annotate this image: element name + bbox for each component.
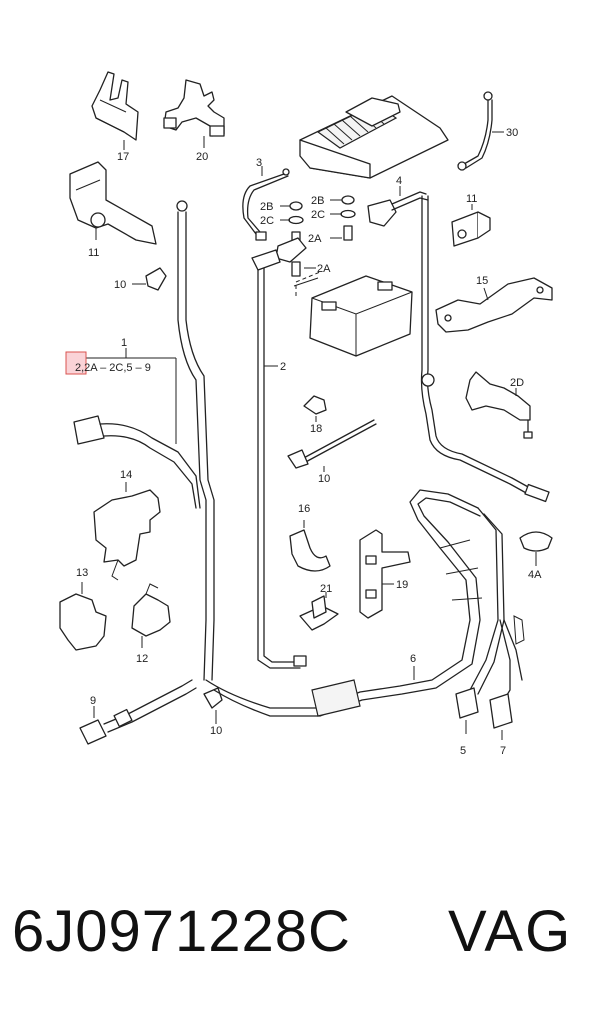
positive-cable: [420, 195, 550, 503]
selected-highlight: [65, 351, 87, 375]
callout-2C-right: 2C: [311, 209, 325, 221]
callout-4: 4: [396, 175, 402, 187]
part-12-bracket: [131, 583, 171, 648]
callout-9: 9: [90, 695, 96, 707]
callout-11b: 11: [466, 193, 477, 205]
callout-1: 1: [121, 337, 127, 349]
part-13-bracket: [59, 582, 107, 651]
callout-2A-upper: 2A: [308, 233, 322, 245]
callout-30: 30: [506, 127, 518, 139]
callout-6: 6: [410, 653, 416, 665]
nut-washer-stack-right: [330, 195, 356, 241]
control-unit-housing: [299, 95, 449, 179]
callout-21: 21: [320, 583, 332, 595]
callout-15: 15: [476, 275, 488, 287]
callout-10-middle: 10: [318, 473, 330, 485]
part-18-clip: [303, 395, 327, 422]
callout-2D: 2D: [510, 377, 524, 389]
callout-3: 3: [256, 157, 262, 169]
callout-11a: 11: [88, 247, 99, 259]
part-30-ground-strap: [457, 91, 504, 171]
part-17-bracket: [91, 71, 139, 150]
part-10-clip-left: [132, 267, 167, 291]
callout-13: 13: [76, 567, 88, 579]
part-4A-cap: [519, 531, 553, 566]
callout-14: 14: [120, 469, 132, 481]
part-19-bracket: [359, 529, 411, 619]
callout-5: 5: [460, 745, 466, 757]
part-14-bracket: [93, 482, 161, 581]
brand-label: VAG: [448, 899, 573, 964]
part-11-guard: [69, 161, 157, 245]
group-label: 2,2A – 2C,5 – 9: [75, 362, 151, 374]
part-10-cable-tie-middle: [287, 419, 377, 472]
part-21-relay: [299, 592, 339, 631]
callout-2-main: 2: [280, 361, 286, 373]
battery: [293, 271, 413, 357]
callout-10-left: 10: [114, 279, 126, 291]
cable-2: [251, 249, 307, 669]
branch-wires-5-7: [455, 507, 525, 740]
wiring-harness-diagram: 17 20 30 3: [59, 71, 553, 757]
part-2D-bracket: [465, 371, 533, 439]
main-harness-1: [73, 200, 215, 681]
part-4-terminal: [367, 186, 429, 227]
callout-2B-right: 2B: [311, 195, 324, 207]
callout-2A-lower: 2A: [317, 263, 331, 275]
callout-2C-left: 2C: [260, 215, 274, 227]
part-3-cable: [242, 166, 290, 241]
callout-10-bottom: 10: [210, 725, 222, 737]
callout-12: 12: [136, 653, 148, 665]
callout-20: 20: [196, 151, 208, 163]
callout-4A: 4A: [528, 569, 542, 581]
callout-2B-left: 2B: [260, 201, 273, 213]
callout-18: 18: [310, 423, 322, 435]
part-15-bracket: [435, 277, 553, 333]
part-10-clip-bottom: [203, 687, 223, 724]
part-6-harness: [205, 489, 483, 717]
part-20-bracket: [163, 79, 225, 148]
part-number: 6J0971228C: [12, 899, 351, 964]
callout-16: 16: [298, 503, 310, 515]
part-9-connector: [79, 679, 197, 745]
part-11-clip: [451, 204, 491, 247]
callout-19: 19: [396, 579, 408, 591]
callout-7: 7: [500, 745, 506, 757]
part-16-holder: [289, 520, 331, 572]
callout-17: 17: [117, 151, 129, 163]
